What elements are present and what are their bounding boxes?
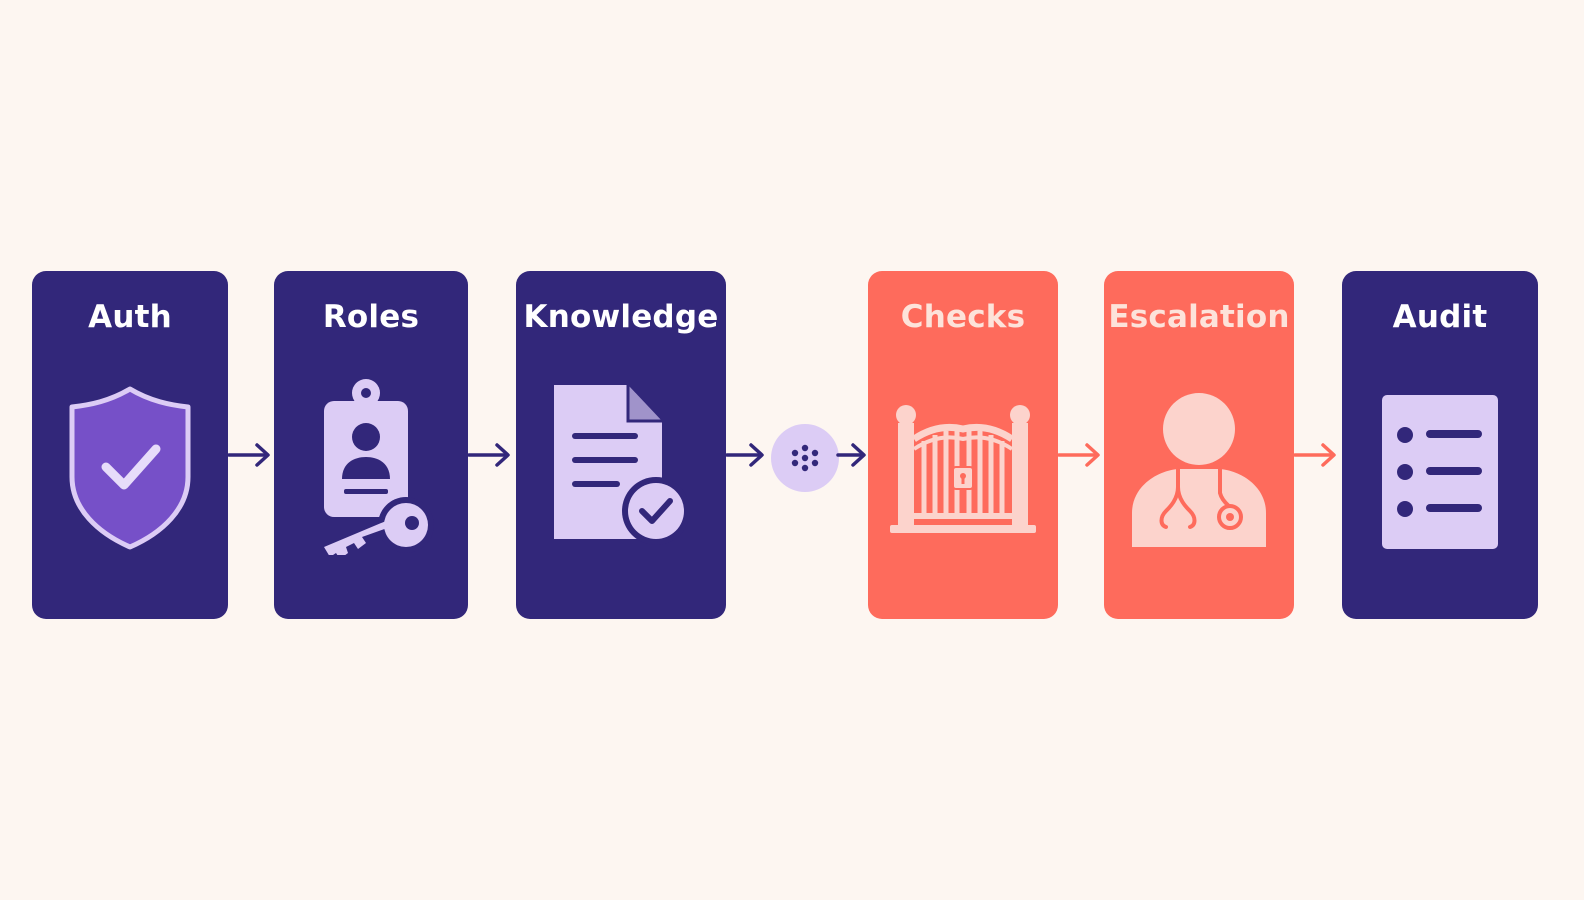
hub-node xyxy=(771,424,839,492)
shield-check-icon xyxy=(32,375,228,555)
arrow-icon xyxy=(1057,443,1100,467)
step-card-escalation: Escalation xyxy=(1104,271,1294,619)
step-card-checks: Checks xyxy=(868,271,1058,619)
step-title-audit: Audit xyxy=(1392,299,1488,335)
id-badge-key-icon xyxy=(274,375,468,555)
step-title-roles: Roles xyxy=(322,299,420,335)
checklist-icon xyxy=(1342,375,1538,555)
arrow-icon xyxy=(467,443,510,467)
step-title-escalation: Escalation xyxy=(1108,299,1290,335)
arrow-icon xyxy=(1293,443,1336,467)
document-check-icon xyxy=(516,375,726,555)
arrow-icon xyxy=(836,443,866,467)
step-title-checks: Checks xyxy=(900,299,1026,335)
step-card-auth: Auth xyxy=(32,271,228,619)
step-card-knowledge: Knowledge xyxy=(516,271,726,619)
arrow-icon xyxy=(227,443,270,467)
dots-cluster-icon xyxy=(791,444,819,472)
step-card-roles: Roles xyxy=(274,271,468,619)
gate-icon xyxy=(868,375,1058,555)
step-title-auth: Auth xyxy=(88,299,172,335)
step-title-knowledge: Knowledge xyxy=(523,299,719,335)
doctor-icon xyxy=(1104,375,1294,555)
arrow-icon xyxy=(725,443,764,467)
step-card-audit: Audit xyxy=(1342,271,1538,619)
